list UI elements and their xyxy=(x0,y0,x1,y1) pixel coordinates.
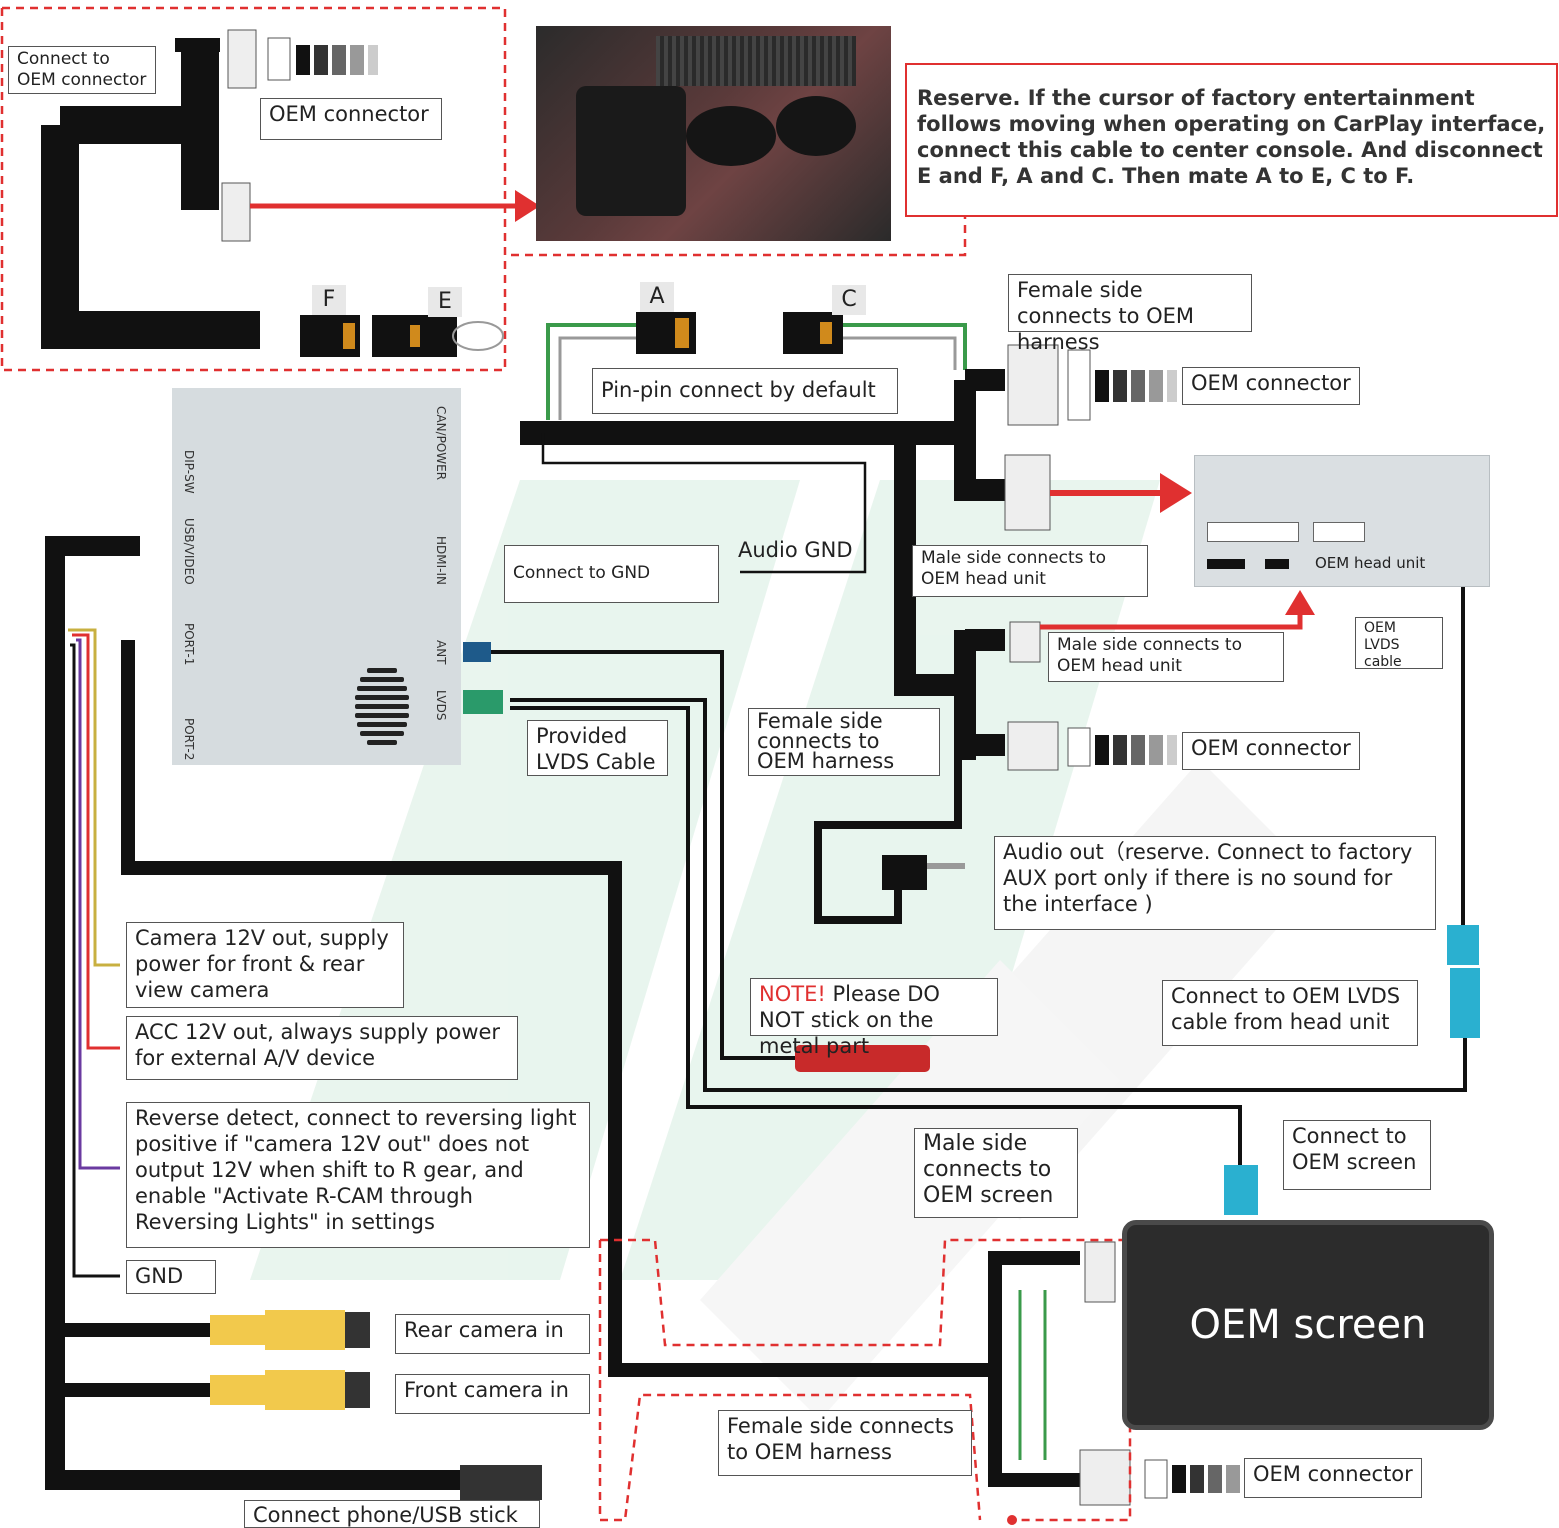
head-unit-led-2 xyxy=(1265,559,1289,569)
interface-module: DIP-SW USB/VIDEO PORT-1 PORT-2 CAN/POWER… xyxy=(172,388,461,765)
label-audio-gnd: Audio GND xyxy=(738,538,853,562)
label-oem-connector-bottom: OEM connector xyxy=(1244,1458,1422,1498)
letter-e: E xyxy=(428,287,462,317)
letter-f: F xyxy=(312,285,346,315)
label-oem-lvds-cable: OEM LVDS cable xyxy=(1355,617,1443,670)
port-2: PORT-2 xyxy=(182,718,196,761)
label-audio-out: Audio out（reserve. Connect to factory AU… xyxy=(994,836,1436,930)
console-photo xyxy=(536,26,891,241)
label-male-side-head-unit1: Male side connects to OEM head unit xyxy=(912,545,1148,597)
label-oem-connector-top: OEM connector xyxy=(260,98,442,140)
oem-screen: OEM screen xyxy=(1122,1220,1494,1430)
label-camera-12v: Camera 12V out, supply power for front &… xyxy=(126,922,404,1008)
head-unit-slot-2 xyxy=(1313,522,1365,542)
note-prefix: NOTE! xyxy=(759,982,826,1006)
label-reverse-detect: Reverse detect, connect to reversing lig… xyxy=(126,1102,590,1248)
label-oem-connector-right2: OEM connector xyxy=(1182,732,1360,770)
head-unit-slot xyxy=(1207,522,1299,542)
oem-head-unit: OEM head unit xyxy=(1194,455,1490,587)
port-dip-sw: DIP-SW xyxy=(182,450,196,494)
note-text: Please DO NOT stick on the metal part xyxy=(759,982,940,1058)
head-unit-led xyxy=(1207,559,1245,569)
shift-lever xyxy=(576,86,686,216)
label-gnd: GND xyxy=(126,1260,216,1294)
label-female-side-mid: Female side connects to OEM harness xyxy=(748,708,940,776)
label-note: NOTE! Please DO NOT stick on the metal p… xyxy=(750,978,998,1058)
speaker-grille-icon xyxy=(355,668,409,745)
console-trim xyxy=(656,36,856,86)
port-can-power: CAN/POWER xyxy=(434,406,448,481)
label-connect-to-gnd: Connect to GND xyxy=(504,545,719,603)
label-oem-connector-right1: OEM connector xyxy=(1182,367,1360,405)
label-connect-oem-lvds: Connect to OEM LVDS cable from head unit xyxy=(1162,980,1418,1046)
port-hdmi-in: HDMI-IN xyxy=(434,536,448,586)
port-usb-video: USB/VIDEO xyxy=(182,518,196,585)
oem-head-unit-label: OEM head unit xyxy=(1315,554,1426,572)
letter-a: A xyxy=(640,282,674,312)
port-ant: ANT xyxy=(434,640,448,665)
reserve-note: Reserve. If the cursor of factory entert… xyxy=(905,63,1558,217)
label-female-side-bottom: Female side connects to OEM harness xyxy=(718,1410,972,1476)
label-provided-lvds: Provided LVDS Cable xyxy=(527,720,668,776)
cup-holder-right xyxy=(776,96,856,156)
label-rear-camera: Rear camera in xyxy=(395,1314,590,1354)
letter-c: C xyxy=(832,285,866,315)
port-lvds: LVDS xyxy=(434,690,448,721)
label-connect-oem-screen: Connect to OEM screen xyxy=(1283,1120,1431,1190)
label-male-side-screen: Male side connects to OEM screen xyxy=(914,1128,1078,1218)
label-pin-pin: Pin-pin connect by default xyxy=(592,368,898,414)
label-front-camera: Front camera in xyxy=(395,1374,590,1414)
label-connect-phone: Connect phone/USB stick xyxy=(244,1500,540,1528)
label-male-side-head-unit2: Male side connects to OEM head unit xyxy=(1048,632,1284,682)
label-connect-oem-connector: Connect to OEM connector xyxy=(8,46,156,94)
label-acc-12v: ACC 12V out, always supply power for ext… xyxy=(126,1016,518,1080)
label-female-side-top: Female side connects to OEM harness xyxy=(1008,274,1252,354)
port-1: PORT-1 xyxy=(182,623,196,666)
cup-holder-left xyxy=(686,106,776,166)
